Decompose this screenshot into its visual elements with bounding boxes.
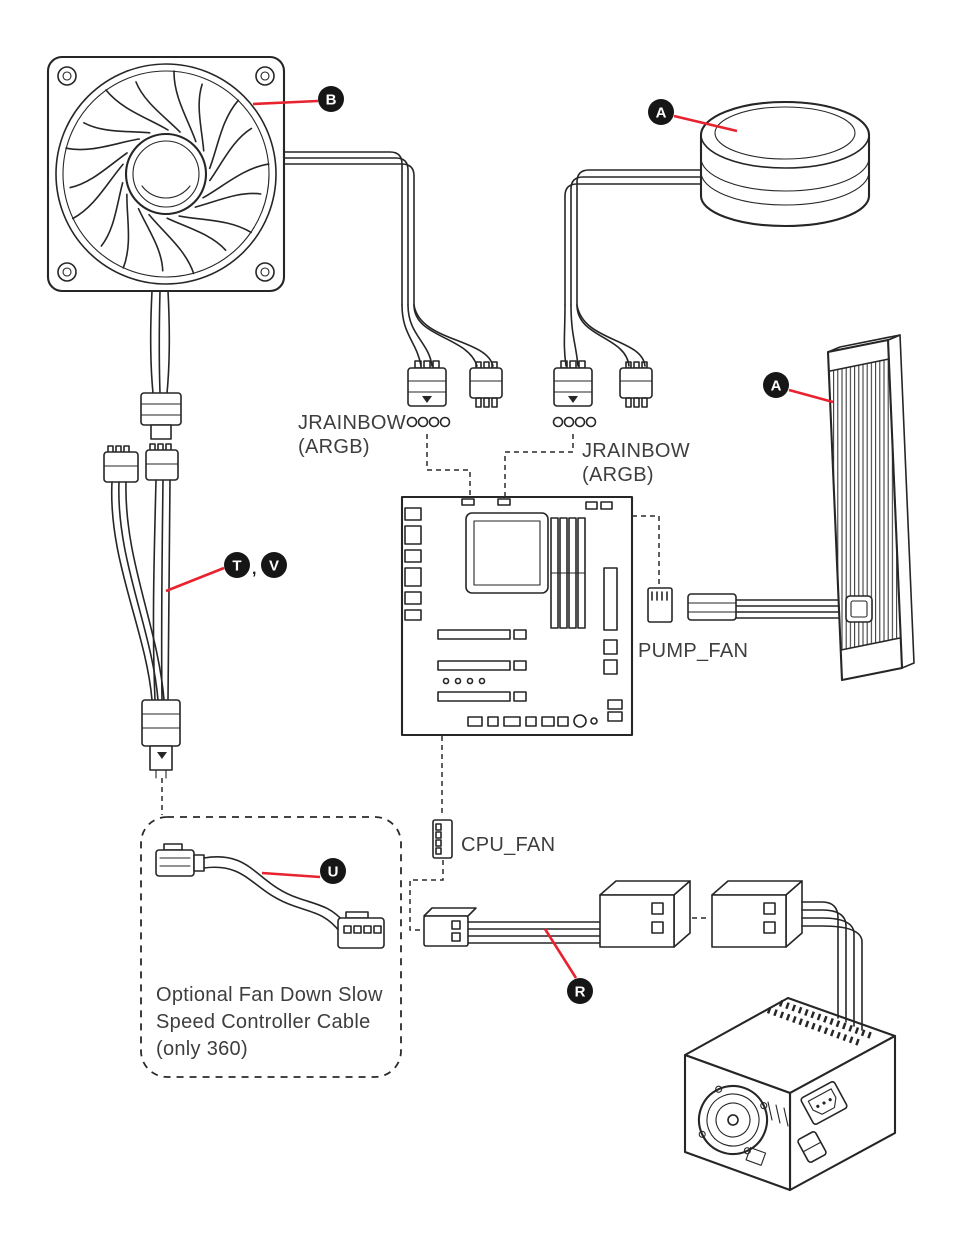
corner-screw bbox=[57, 262, 77, 282]
badge-t: T bbox=[224, 552, 250, 578]
callout-line-a-pump bbox=[673, 114, 738, 133]
cable-wires-left bbox=[467, 921, 601, 944]
cable-wires-to-psu bbox=[801, 901, 863, 1031]
pump-fan-wires bbox=[735, 599, 839, 619]
cpu-socket bbox=[465, 512, 549, 594]
dash-cpufan-to-cable bbox=[409, 860, 444, 931]
jrainbow-right-label-line1: JRAINBOW bbox=[582, 440, 690, 462]
dashed-border bbox=[140, 816, 402, 1078]
pump-fan-assembly bbox=[647, 587, 839, 623]
badge-a-pump: A bbox=[648, 99, 674, 125]
pump bbox=[699, 100, 871, 228]
motherboard-pcb bbox=[400, 495, 634, 737]
pump-fan-label: PUMP_FAN bbox=[638, 640, 748, 662]
callout-line-a-radiator bbox=[788, 388, 834, 404]
text-labels: JRAINBOW (ARGB) JRAINBOW (ARGB) PUMP_FAN… bbox=[156, 412, 748, 1060]
psu-fan-grille bbox=[697, 1084, 769, 1156]
badge-u-label: U bbox=[328, 863, 339, 880]
power-supply bbox=[683, 996, 897, 1192]
pcie-slots bbox=[437, 629, 527, 702]
badge-comma: , bbox=[252, 561, 256, 578]
psu-power-switch bbox=[797, 1131, 827, 1163]
splitter-wires bbox=[110, 479, 171, 701]
motherboard bbox=[400, 495, 634, 737]
argb-3pin-connector bbox=[469, 361, 503, 408]
cpu-fan-label: CPU_FAN bbox=[461, 834, 555, 856]
fan-argb-wires bbox=[282, 151, 494, 367]
badge-r-label: R bbox=[575, 983, 586, 1000]
bottom-headers bbox=[467, 699, 623, 728]
callout-line-r bbox=[543, 928, 578, 979]
fan-hub bbox=[124, 132, 208, 216]
badge-u: U bbox=[320, 858, 346, 884]
badge-t-label: T bbox=[232, 557, 241, 574]
callouts: B A A T , V U R bbox=[165, 86, 834, 1004]
optional-note-line2: Speed Controller Cable bbox=[156, 1011, 371, 1033]
badge-b-label: B bbox=[326, 91, 337, 108]
cpu-fan-header bbox=[432, 819, 453, 859]
optional-cable bbox=[155, 843, 385, 949]
optional-note-line1: Optional Fan Down Slow bbox=[156, 984, 383, 1006]
splitter-plug-right bbox=[145, 443, 179, 481]
fan-splitter-cable bbox=[103, 443, 181, 779]
ram-slots bbox=[550, 517, 586, 629]
radiator-fins bbox=[830, 359, 900, 650]
jrainbow-left-label-line2: (ARGB) bbox=[298, 436, 370, 458]
psu-top-vents bbox=[766, 999, 874, 1047]
callout-line-u bbox=[261, 871, 321, 879]
pin-circles bbox=[406, 416, 451, 428]
dash-board-to-pumpfan bbox=[632, 515, 660, 586]
cmos-battery bbox=[573, 714, 587, 728]
callout-line-tv bbox=[165, 566, 225, 593]
splitter-end-connector bbox=[141, 699, 181, 779]
dash-jrainbow-right-to-board bbox=[504, 434, 574, 496]
badge-a-radiator-label: A bbox=[771, 377, 782, 394]
cooler-fan bbox=[46, 55, 286, 293]
argb-4pin-connector bbox=[407, 360, 447, 407]
argb-3pin-connector bbox=[619, 361, 653, 408]
molex-connector-2 bbox=[711, 880, 803, 948]
argb-connector-left bbox=[406, 360, 503, 428]
argb-4pin-connector bbox=[553, 360, 593, 407]
fan-cable-connector bbox=[140, 392, 182, 440]
callout-line-b bbox=[252, 99, 319, 106]
pump-power-connector bbox=[423, 907, 477, 947]
jrainbow-right-label-line2: (ARGB) bbox=[582, 464, 654, 486]
psu-ac-inlet bbox=[800, 1081, 848, 1125]
dash-jrainbow-left-to-board bbox=[426, 434, 471, 496]
io-ports bbox=[404, 507, 422, 621]
atx-power-connector bbox=[603, 567, 618, 675]
molex-connector-1 bbox=[599, 880, 691, 948]
psu-label-sticker bbox=[745, 1147, 767, 1166]
fan-blades bbox=[60, 64, 277, 282]
optional-note-line3: (only 360) bbox=[156, 1038, 248, 1060]
badge-r: R bbox=[567, 978, 593, 1004]
jrainbow-headers bbox=[461, 498, 613, 510]
badge-a-pump-label: A bbox=[656, 104, 667, 121]
splitter-plug-left bbox=[103, 445, 139, 483]
argb-connector-right bbox=[552, 360, 653, 428]
corner-screw bbox=[57, 66, 77, 86]
optional-cable-box bbox=[140, 816, 402, 1078]
radiator bbox=[826, 334, 915, 682]
psu-power-cable bbox=[423, 880, 863, 1031]
badge-v-label: V bbox=[269, 557, 279, 574]
badge-b: B bbox=[318, 86, 344, 112]
dashed-connections bbox=[161, 434, 710, 931]
corner-screw bbox=[255, 262, 275, 282]
badge-a-radiator: A bbox=[763, 372, 789, 398]
pump-argb-wires bbox=[563, 169, 701, 367]
pump-fan-plug bbox=[687, 593, 737, 621]
corner-screw bbox=[255, 66, 275, 86]
badge-v: V bbox=[261, 552, 287, 578]
pump-fan-header bbox=[647, 587, 673, 623]
pin-circles bbox=[552, 416, 597, 428]
psu-front-vents bbox=[767, 1101, 789, 1127]
fan-cable bbox=[149, 290, 171, 394]
jrainbow-left-label-line1: JRAINBOW bbox=[298, 412, 406, 434]
